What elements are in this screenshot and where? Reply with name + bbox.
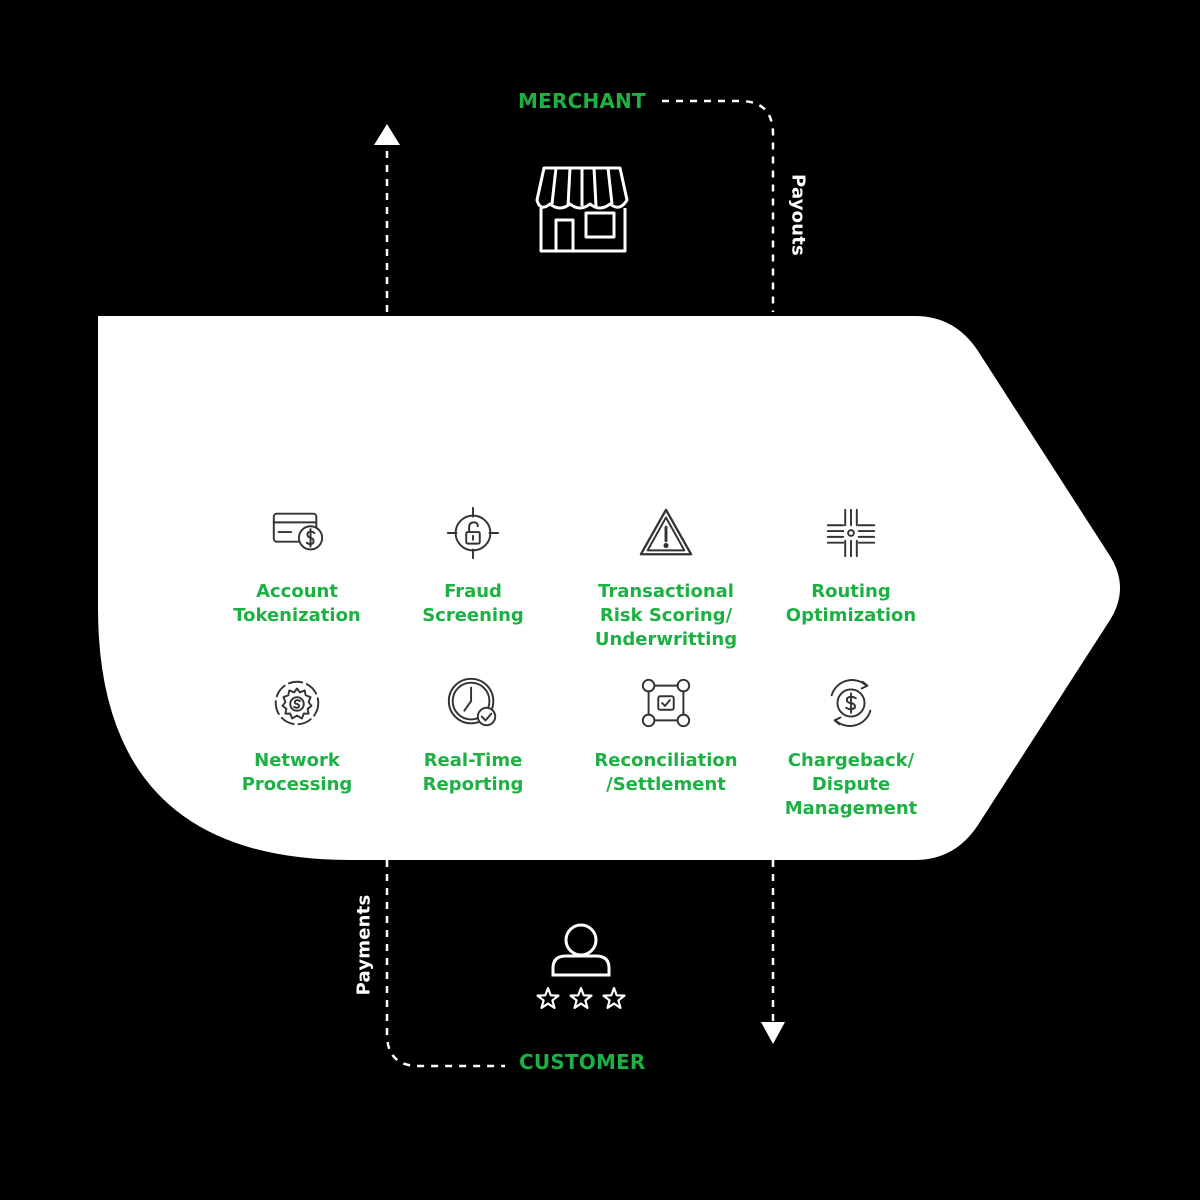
warning-triangle-icon	[639, 508, 693, 556]
merchant-label: MERCHANT	[518, 89, 646, 113]
service-label: Real-Time Reporting	[422, 750, 524, 795]
arrow-up-head	[374, 124, 400, 145]
arrow-down-head	[761, 1022, 785, 1044]
customer-icon	[551, 923, 611, 977]
star-icon	[569, 986, 593, 1010]
service-label: Account Tokenization	[233, 581, 361, 626]
payments-label: Payments	[353, 894, 375, 996]
star-icon	[602, 986, 626, 1010]
star-icon	[536, 986, 560, 1010]
nodes-check-icon	[641, 678, 691, 728]
service-label: Reconciliation /Settlement	[594, 750, 738, 795]
customer-label: CUSTOMER	[519, 1050, 646, 1074]
card-dollar-icon	[272, 512, 324, 551]
gear-dollar-icon	[274, 680, 320, 726]
service-label: Network Processing	[241, 750, 353, 795]
store-icon	[535, 166, 629, 253]
service-label: Chargeback/ Dispute Management	[784, 750, 918, 819]
payments-connector	[385, 860, 505, 1068]
cycle-dollar-icon	[830, 679, 872, 727]
services-panel	[98, 316, 1120, 860]
clock-check-icon	[447, 677, 497, 727]
circuit-routing-icon	[826, 508, 876, 558]
service-label: Transactional Risk Scoring/ Underwrittin…	[594, 581, 738, 650]
payouts-label: Payouts	[787, 174, 809, 256]
service-label: Fraud Screening	[422, 581, 524, 626]
target-lock-icon	[446, 506, 500, 560]
rating-stars-icon	[536, 986, 626, 1010]
service-label: Routing Optimization	[785, 581, 917, 626]
payouts-connector	[662, 99, 775, 312]
